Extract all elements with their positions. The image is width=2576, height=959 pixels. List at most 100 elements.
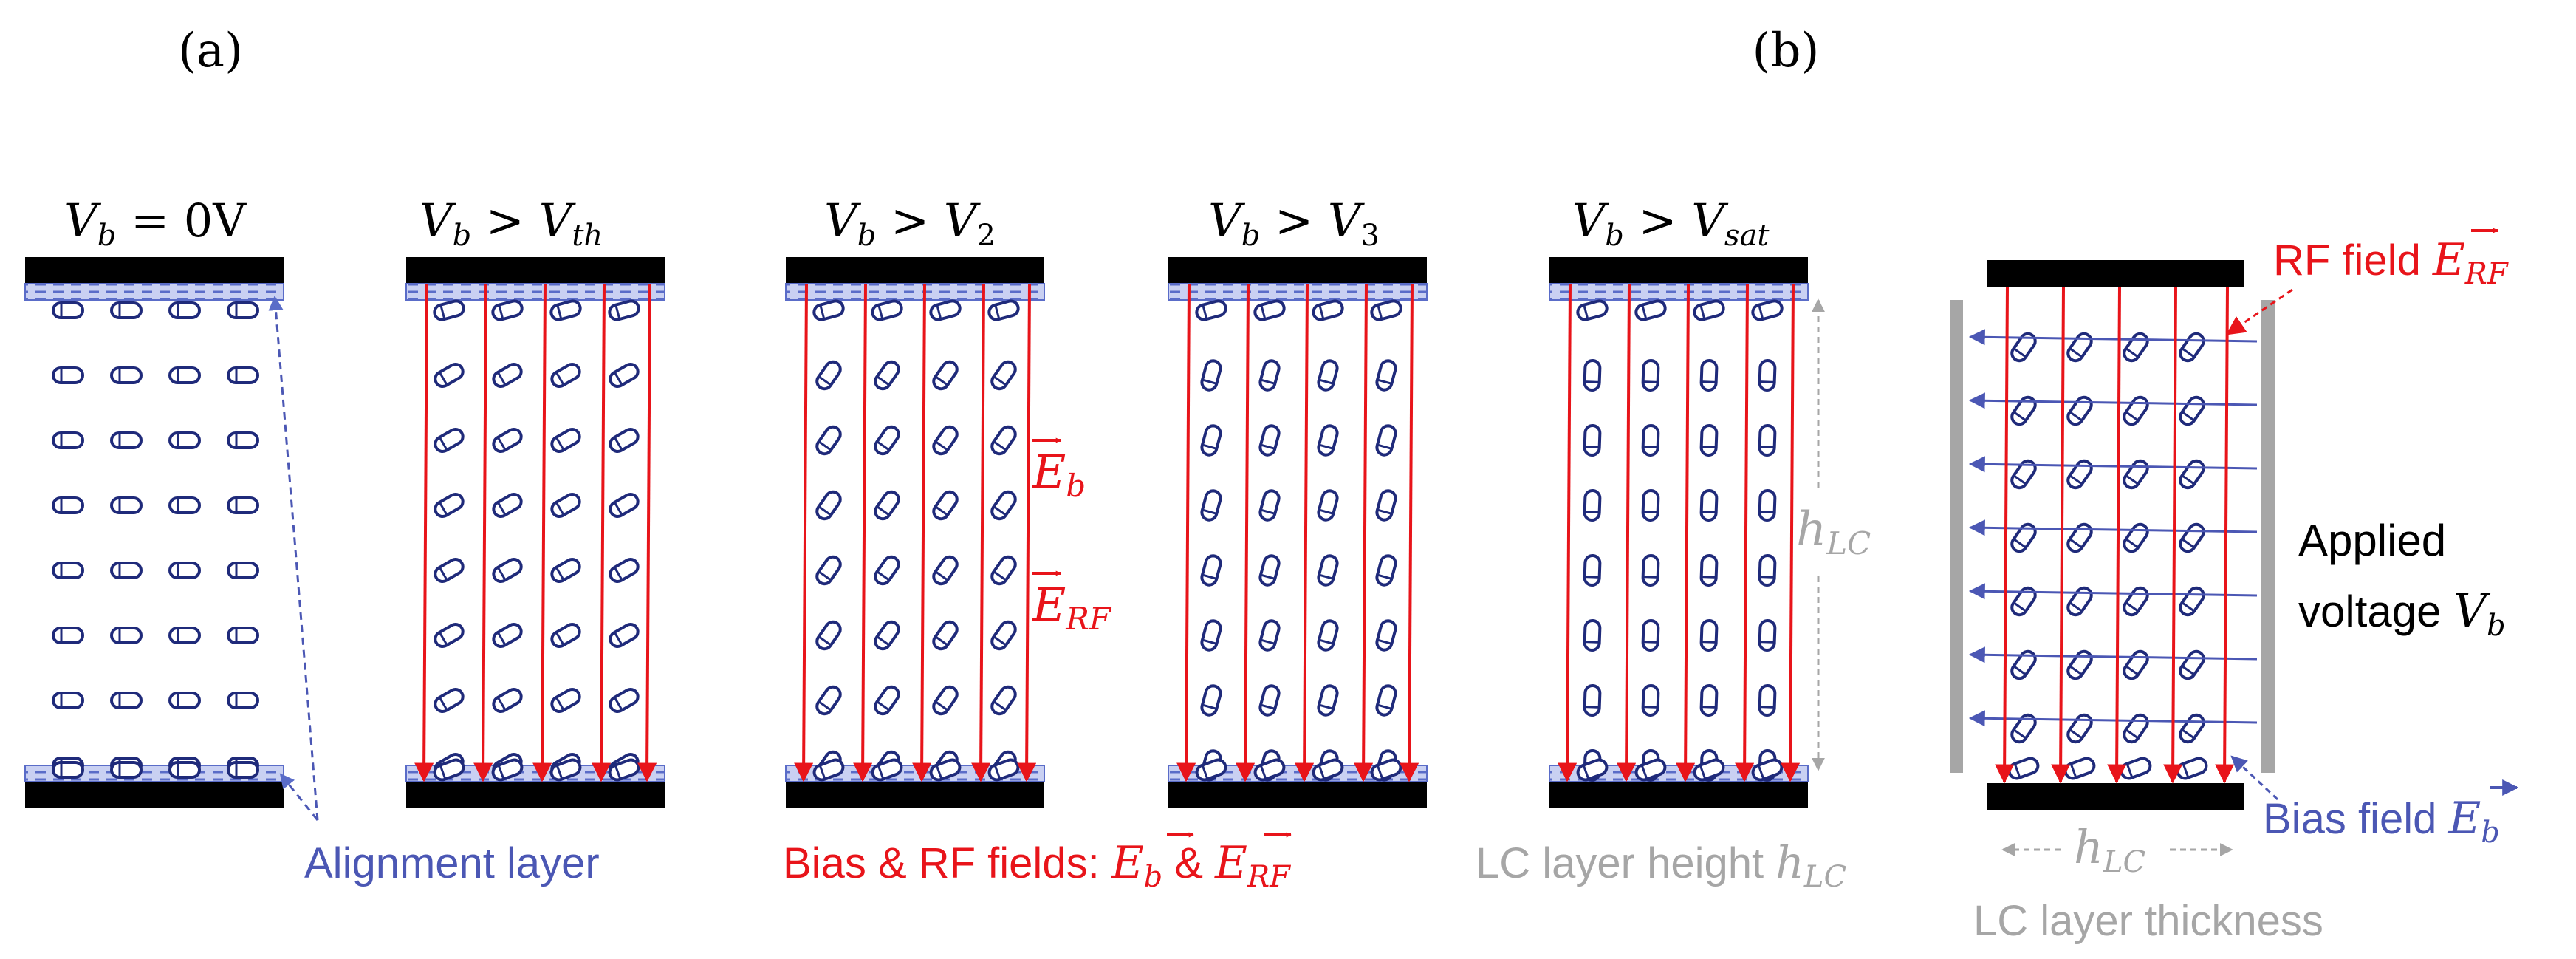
lc-molecule-icon [1258, 684, 1281, 717]
lc-molecule-icon [1641, 554, 1660, 587]
lc-molecule-icon [932, 620, 959, 651]
field-arrow-icon [414, 283, 434, 782]
bias-rf-caption: Bias & RF fields: Eb & ERF [783, 837, 1291, 894]
cell-title-3: Vb > V3 [1208, 194, 1380, 253]
field-arrow-icon [1968, 329, 2258, 346]
lc-cell-2 [785, 257, 1045, 808]
lc-molecule-icon [990, 555, 1017, 586]
lc-molecule-icon [1583, 359, 1602, 392]
lc-molecule-icon [932, 360, 959, 391]
cell-titles: Vb = 0V Vb > Vth Vb > V2 Vb > V3 Vb > Vs… [64, 194, 1770, 253]
field-arrow-icon [2107, 286, 2127, 784]
lc-cell-0 [24, 257, 284, 808]
lc-molecule-icon [1583, 424, 1602, 457]
lc-molecule-icon [110, 627, 143, 644]
lc-molecule-icon [1375, 554, 1397, 587]
field-arrow-icon [1968, 519, 2258, 536]
bottom-plate [1987, 783, 2244, 810]
field-arrow-icon [971, 283, 991, 782]
lc-molecule-icon [1258, 489, 1281, 522]
lc-molecule-icon [1758, 619, 1777, 652]
lc-molecule-icon [2066, 332, 2093, 363]
lc-molecule-icon [1641, 489, 1660, 522]
bias-field-label: Bias field Eb [2263, 793, 2500, 850]
lc-molecule-icon [929, 758, 962, 782]
lc-molecule-icon [932, 555, 959, 586]
lc-molecule-icon [550, 363, 581, 388]
field-arrow-icon [2215, 286, 2235, 784]
lc-molecule-icon [1253, 758, 1286, 782]
lc-molecule-icon [1693, 758, 1725, 782]
lc-molecule-icon [1699, 424, 1719, 457]
field-arrow-icon [1968, 456, 2258, 473]
field-arrow-icon [1617, 283, 1637, 782]
lc-molecule-icon [874, 490, 900, 521]
lc-molecule-icon [1641, 684, 1660, 717]
lc-molecule-icon [227, 761, 259, 779]
field-arrow-icon [1236, 283, 1256, 782]
lc-molecule-icon [168, 627, 201, 644]
lc-molecule-icon [1200, 359, 1222, 392]
field-arrow-icon [1354, 283, 1374, 782]
lc-molecule-icon [990, 620, 1017, 651]
cell-title-1: Vb > Vth [419, 194, 603, 253]
lc-molecule-icon [168, 562, 201, 579]
bottom-plate [406, 782, 665, 808]
field-arrow-icon [1735, 283, 1755, 782]
lc-molecule-icon [609, 428, 640, 453]
lc-molecule-icon [2179, 586, 2205, 617]
lc-molecule-icon [2179, 395, 2205, 426]
lc-molecule-icon [52, 761, 84, 779]
lc-molecule-icon [874, 425, 900, 456]
lc-molecule-icon [1258, 619, 1281, 652]
lc-molecule-icon [110, 431, 143, 449]
field-arrow-icon [1400, 283, 1419, 782]
lc-molecule-icon [609, 493, 640, 518]
field-arrow-icon [794, 283, 814, 782]
lc-molecule-icon [168, 761, 201, 779]
alignment-callout [268, 296, 319, 821]
lc-molecule-icon [492, 428, 523, 453]
lc-molecule-icon [1751, 299, 1784, 321]
lc-molecule-icon [815, 555, 842, 586]
lc-molecule-icon [2123, 713, 2149, 744]
cell-title-2: Vb > V2 [824, 194, 996, 253]
lc-molecule-icon [987, 299, 1020, 321]
lc-molecule-icon [1195, 758, 1227, 782]
field-arrow-icon [853, 283, 873, 782]
lc-molecule-icon [227, 562, 259, 579]
bottom-plate [25, 782, 284, 808]
lc-molecule-icon [1317, 554, 1339, 587]
lc-molecule-icon [932, 490, 959, 521]
alignment-layer-top [1168, 283, 1428, 301]
bottom-plate [1549, 782, 1808, 808]
lc-thickness-caption: LC layer thickness [1973, 897, 2323, 945]
lc-molecule-icon [1312, 299, 1344, 321]
lc-molecule-icon [1370, 299, 1402, 321]
field-arrow-icon [1295, 283, 1315, 782]
alignment-pointer-bottom [279, 773, 319, 821]
field-arrow-icon [1968, 710, 2258, 727]
lc-molecule-icon [609, 558, 640, 583]
lc-molecule-icon [434, 688, 465, 713]
lc-molecule-icon [1583, 489, 1602, 522]
lc-molecule-icon [1758, 359, 1777, 392]
eb-label: Eb [1032, 445, 1086, 504]
lc-molecule-icon [1195, 299, 1227, 321]
lc-molecule-icon [227, 431, 259, 449]
top-plate [406, 257, 665, 284]
lc-molecule-icon [2123, 459, 2149, 490]
lc-molecule-icon [2179, 713, 2205, 744]
lc-molecule-icon [2066, 713, 2093, 744]
lc-molecule-icon [2179, 522, 2205, 553]
field-arrow-icon [1176, 283, 1196, 782]
lc-molecule-icon [1758, 489, 1777, 522]
lc-molecule-icon [2123, 649, 2149, 680]
lc-molecule-icon [550, 558, 581, 583]
lc-molecule-icon [491, 299, 524, 321]
top-plate [1549, 257, 1808, 284]
lc-molecule-icon [492, 558, 523, 583]
lc-molecule-icon [434, 558, 465, 583]
lc-molecule-icon [434, 428, 465, 453]
